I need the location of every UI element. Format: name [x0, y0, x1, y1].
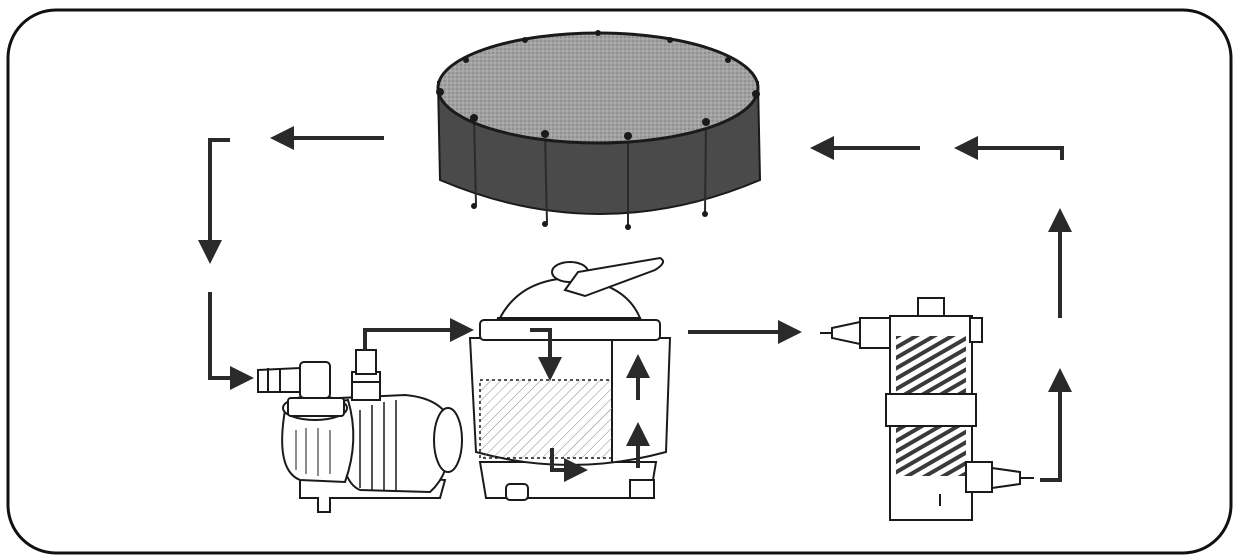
flow-arrows [198, 126, 1072, 482]
chlorinator-illustration [820, 297, 1034, 521]
pump-illustration [257, 349, 463, 513]
flow-arrow-pump-to-filter [363, 318, 474, 350]
flow-arrow-return-left-outer [954, 136, 1064, 160]
flow-arrow-filter-down [530, 328, 562, 381]
flow-arrow-chlorinator-out [1040, 368, 1072, 482]
flow-arrow-filter-bottom [550, 448, 588, 482]
sand-filter-illustration [468, 256, 672, 501]
flow-arrow-return-down [198, 138, 230, 264]
pool-illustration [436, 30, 762, 230]
flow-arrow-pump-inlet [208, 292, 254, 390]
